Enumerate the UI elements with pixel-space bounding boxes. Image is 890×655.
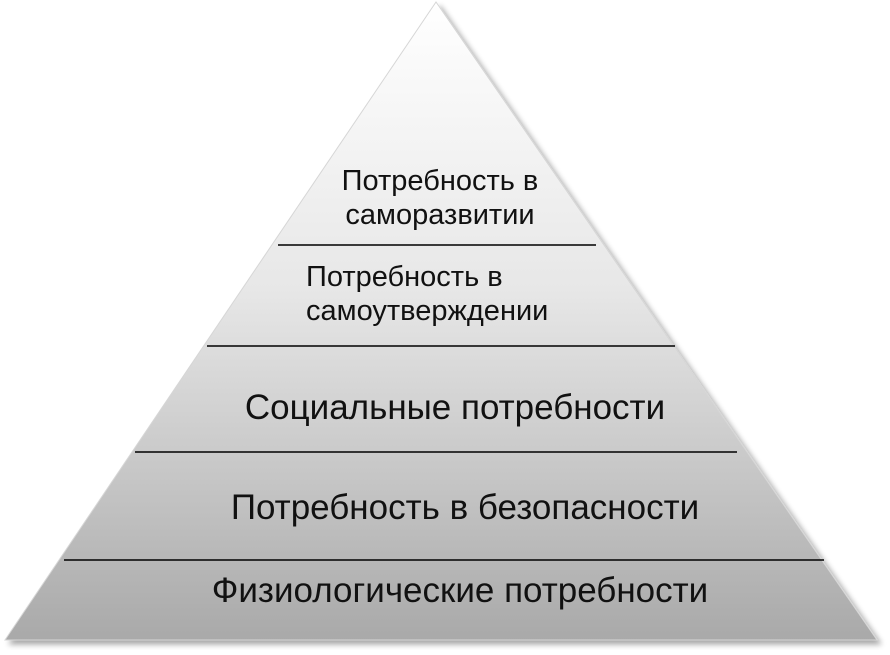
level-self-development-label: Потребность в саморазвитии: [300, 164, 580, 232]
level-self-assertion-line1: Потребность в: [306, 261, 503, 293]
level-self-assertion-label: Потребность в самоутверждении: [306, 260, 596, 328]
level-physiological-label: Физиологические потребности: [211, 571, 709, 610]
level-safety-label: Потребность в безопасности: [230, 488, 700, 527]
level-self-development-line2: саморазвитии: [345, 199, 535, 232]
level-social-label: Социальные потребности: [244, 388, 666, 427]
pyramid-body: [4, 1, 878, 641]
level-self-development-line1: Потребность в: [341, 165, 539, 197]
level-self-assertion-line2: самоутверждении: [306, 295, 549, 328]
